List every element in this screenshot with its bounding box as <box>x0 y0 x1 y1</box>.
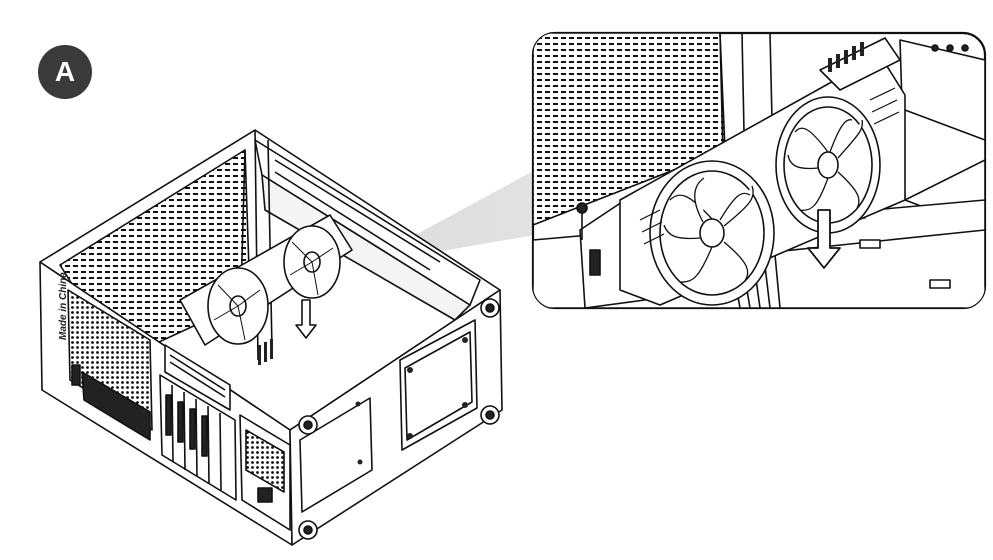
insert-arrow-small <box>295 299 317 339</box>
step-label: A <box>54 56 76 87</box>
graphics-card-small <box>179 214 353 346</box>
zoom-inset <box>531 31 987 310</box>
pc-case <box>39 129 503 546</box>
case-feet <box>298 298 500 540</box>
graphics-card-large <box>619 37 906 306</box>
front-vent-grille <box>67 289 153 431</box>
side-window-cutout <box>399 319 478 451</box>
step-badge: A <box>38 45 92 99</box>
case-stamp: Made in China <box>58 272 69 340</box>
insert-arrow <box>807 209 841 269</box>
